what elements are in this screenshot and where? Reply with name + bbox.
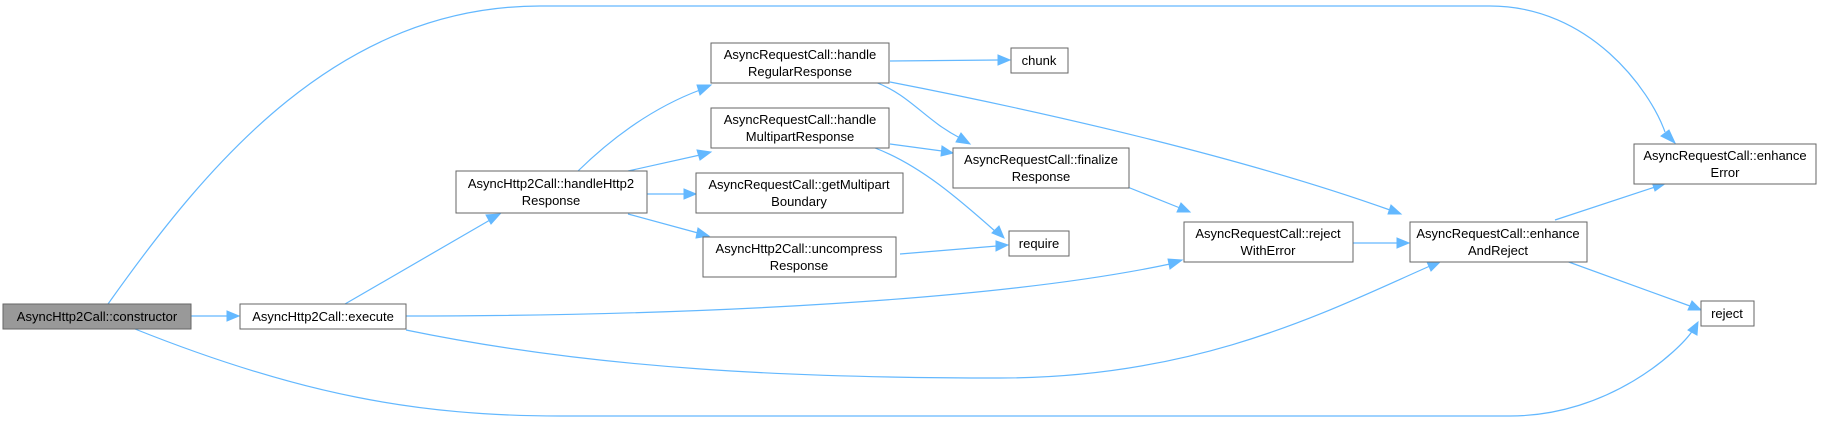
- edge-execute-to-rejectWithError: [405, 263, 1171, 317]
- edge-handleRegularResponse-to-finalizeResponse: [874, 81, 961, 139]
- node-uncompressResponse-label-line2: Response: [770, 258, 829, 273]
- edge-constructor-to-enhanceError: [107, 5, 1666, 305]
- node-handleMultipartResponse-label-line2: MultipartResponse: [746, 129, 854, 144]
- edge-arrowhead: [683, 188, 698, 200]
- edge-handleHttp2Response-to-handleRegularResponse: [577, 89, 701, 172]
- edge-enhanceAndReject-to-reject: [1554, 256, 1691, 307]
- edge-arrowhead: [1387, 204, 1403, 215]
- node-chunk[interactable]: chunk: [1010, 47, 1069, 74]
- edge-arrowhead: [1167, 258, 1184, 270]
- node-constructor[interactable]: AsyncHttp2Call::constructor: [2, 303, 192, 330]
- node-rejectWithError-label-line2: WithError: [1241, 243, 1297, 258]
- edge-arrowhead: [991, 225, 1005, 239]
- edge-handleMultipartResponse-to-require: [874, 147, 997, 233]
- node-handleRegularResponse-label-line1: AsyncRequestCall::handle: [724, 47, 876, 62]
- edge-execute-to-handleHttp2Response: [344, 219, 491, 305]
- node-enhanceAndReject-label-line2: AndReject: [1468, 243, 1528, 258]
- node-finalizeResponse[interactable]: AsyncRequestCall::finalize Response: [952, 147, 1130, 189]
- edge-arrowhead: [1176, 202, 1192, 213]
- node-rejectWithError-label-line1: AsyncRequestCall::reject: [1195, 226, 1341, 241]
- node-enhanceError[interactable]: AsyncRequestCall::enhance Error: [1633, 143, 1817, 185]
- edge-arrowhead: [696, 149, 713, 161]
- node-reject-label: reject: [1711, 306, 1743, 321]
- node-uncompressResponse[interactable]: AsyncHttp2Call::uncompress Response: [702, 236, 897, 278]
- node-getMultipartBoundary[interactable]: AsyncRequestCall::getMultipart Boundary: [695, 172, 904, 214]
- edge-arrowhead: [995, 240, 1010, 252]
- edge-arrowhead: [1687, 300, 1703, 311]
- edges-layer: [107, 5, 1703, 417]
- edge-handleHttp2Response-to-handleMultipartResponse: [627, 154, 701, 172]
- node-constructor-label: AsyncHttp2Call::constructor: [17, 309, 178, 324]
- node-execute-label: AsyncHttp2Call::execute: [252, 309, 394, 324]
- edge-arrowhead: [1687, 320, 1699, 336]
- node-rejectWithError[interactable]: AsyncRequestCall::reject WithError: [1183, 221, 1354, 263]
- edge-handleHttp2Response-to-uncompressResponse: [627, 213, 699, 234]
- edge-handleMultipartResponse-to-finalizeResponse: [889, 143, 943, 152]
- node-handleMultipartResponse-label-line1: AsyncRequestCall::handle: [724, 112, 876, 127]
- node-handleHttp2Response-label-line1: AsyncHttp2Call::handleHttp2: [468, 176, 634, 191]
- node-require[interactable]: require: [1008, 230, 1070, 257]
- edge-execute-to-enhanceAndReject: [405, 265, 1431, 379]
- edge-arrowhead: [485, 213, 502, 225]
- node-handleMultipartResponse[interactable]: AsyncRequestCall::handle MultipartRespon…: [710, 107, 890, 149]
- node-getMultipartBoundary-label-line1: AsyncRequestCall::getMultipart: [708, 177, 890, 192]
- node-handleRegularResponse[interactable]: AsyncRequestCall::handle RegularResponse: [710, 42, 890, 84]
- edge-arrowhead: [940, 145, 955, 157]
- edge-arrowhead: [955, 132, 972, 145]
- edge-arrowhead: [226, 310, 241, 322]
- edge-arrowhead: [997, 54, 1012, 66]
- edge-uncompressResponse-to-require: [899, 245, 998, 255]
- node-enhanceAndReject[interactable]: AsyncRequestCall::enhance AndReject: [1409, 221, 1588, 263]
- node-finalizeResponse-label-line1: AsyncRequestCall::finalize: [964, 152, 1118, 167]
- edge-arrowhead: [1396, 237, 1411, 249]
- node-handleRegularResponse-label-line2: RegularResponse: [748, 64, 852, 79]
- edge-enhanceAndReject-to-enhanceError: [1554, 186, 1656, 221]
- node-handleHttp2Response-label-line2: Response: [522, 193, 581, 208]
- edge-constructor-to-reject: [134, 328, 1694, 417]
- node-enhanceError-label-line2: Error: [1711, 165, 1741, 180]
- nodes-layer: AsyncHttp2Call::constructor AsyncHttp2Ca…: [2, 42, 1817, 330]
- node-handleHttp2Response[interactable]: AsyncHttp2Call::handleHttp2 Response: [455, 170, 648, 214]
- edge-handleRegularResponse-to-enhanceAndReject: [889, 81, 1391, 211]
- node-chunk-label: chunk: [1022, 53, 1057, 68]
- node-finalizeResponse-label-line2: Response: [1012, 169, 1071, 184]
- node-enhanceError-label-line1: AsyncRequestCall::enhance: [1643, 148, 1806, 163]
- node-require-label: require: [1019, 236, 1059, 251]
- node-execute[interactable]: AsyncHttp2Call::execute: [239, 303, 407, 330]
- node-reject[interactable]: reject: [1700, 300, 1755, 327]
- node-enhanceAndReject-label-line1: AsyncRequestCall::enhance: [1416, 226, 1579, 241]
- node-getMultipartBoundary-label-line2: Boundary: [771, 194, 827, 209]
- edge-arrowhead: [696, 84, 713, 96]
- edge-handleRegularResponse-to-chunk: [889, 59, 1000, 62]
- node-uncompressResponse-label-line1: AsyncHttp2Call::uncompress: [716, 241, 883, 256]
- edge-arrowhead: [1660, 129, 1677, 145]
